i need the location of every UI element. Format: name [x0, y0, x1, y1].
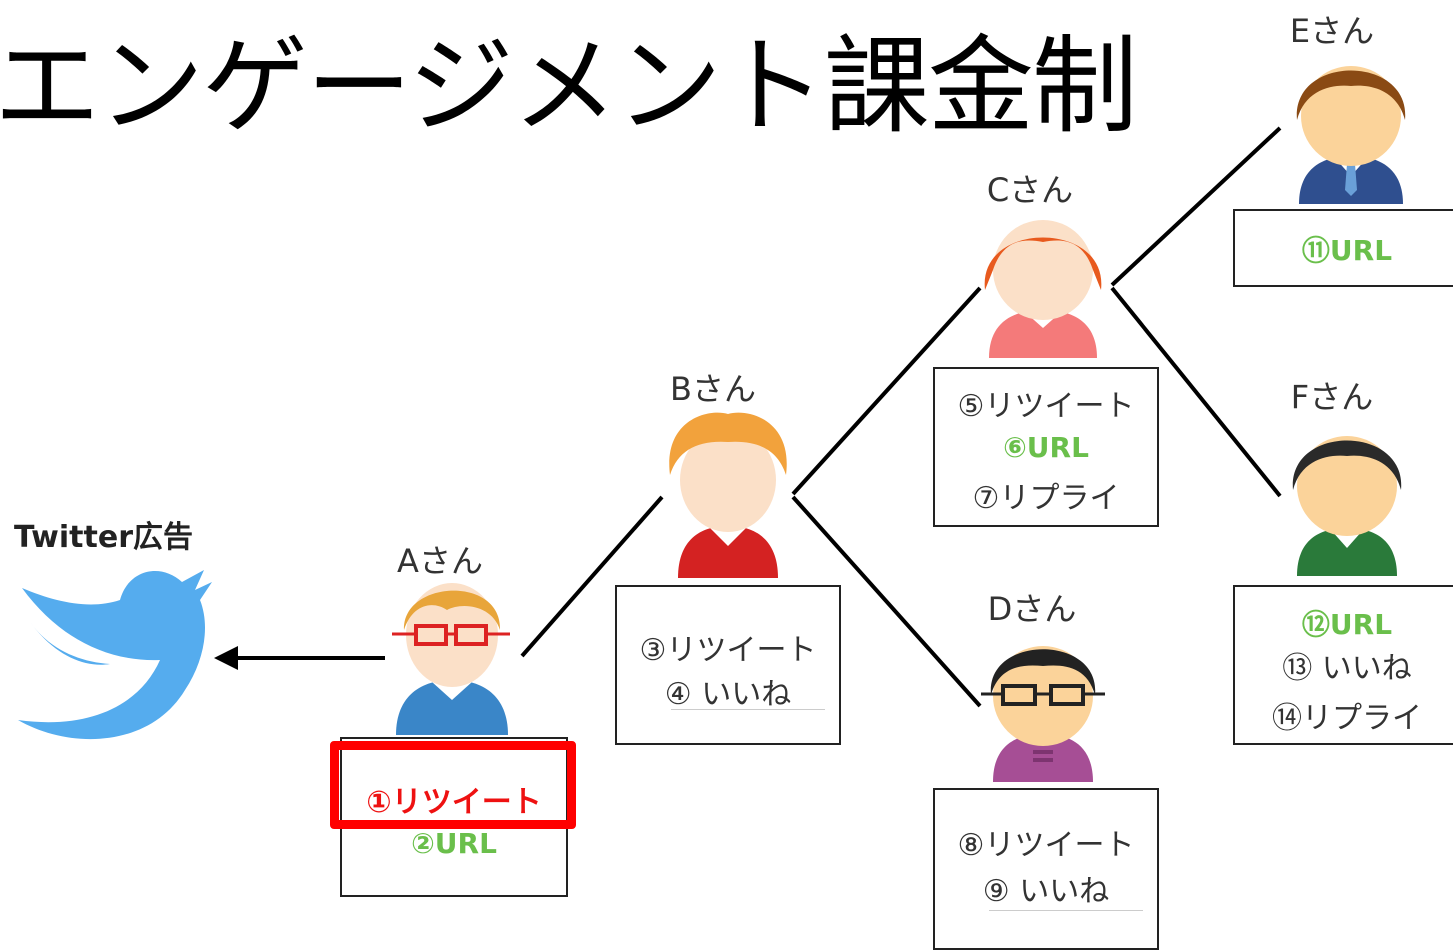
- underline-d: [989, 910, 1143, 911]
- avatar-c: [984, 220, 1102, 358]
- action-b-2: ④ いいね: [664, 677, 792, 712]
- avatar-e: [1296, 66, 1406, 204]
- action-f-1: ⑫URL: [1301, 608, 1393, 641]
- person-name-d: Dさん: [987, 590, 1077, 628]
- person-name-c: Cさん: [986, 171, 1074, 209]
- connector-b-c: [791, 286, 982, 496]
- action-d-2: ⑨ いいね: [982, 874, 1110, 909]
- person-name-a: Aさん: [397, 542, 483, 580]
- connector-b-d: [791, 495, 982, 708]
- action-f-2: ⑬ いいね: [1282, 651, 1412, 686]
- action-box-d: ⑧リツイート ⑨ いいね: [933, 788, 1159, 950]
- twitter-ad-label: Twitter広告: [14, 520, 193, 555]
- action-a-2: ②URL: [411, 827, 497, 860]
- person-name-f: Fさん: [1290, 378, 1374, 416]
- action-b-1: ③リツイート: [639, 633, 817, 668]
- action-box-f: ⑫URL ⑬ いいね ⑭リプライ: [1233, 585, 1453, 745]
- action-c-3: ⑦リプライ: [972, 481, 1120, 516]
- connector-c-e: [1110, 126, 1282, 287]
- avatar-a: [392, 583, 510, 735]
- twitter-bird-icon: [18, 570, 212, 740]
- action-e-1: ⑪URL: [1301, 234, 1393, 267]
- action-box-e: ⑪URL: [1233, 209, 1453, 287]
- action-d-1: ⑧リツイート: [957, 828, 1135, 863]
- person-name-e: Eさん: [1289, 12, 1375, 50]
- avatar-d: [981, 646, 1105, 782]
- avatar-b: [669, 412, 787, 578]
- connector-c-f: [1110, 286, 1282, 498]
- action-a-1: ①リツイート: [366, 785, 542, 820]
- underline-b: [671, 709, 825, 710]
- connector-a-b: [520, 495, 664, 658]
- highlight-frame: [330, 741, 576, 829]
- action-box-a: ①リツイート ②URL: [340, 737, 568, 897]
- person-name-b: Bさん: [670, 370, 756, 408]
- action-c-1: ⑤リツイート: [957, 389, 1135, 424]
- action-c-2: ⑥URL: [1003, 431, 1089, 464]
- avatar-f: [1292, 436, 1402, 576]
- action-box-c: ⑤リツイート ⑥URL ⑦リプライ: [933, 367, 1159, 527]
- action-box-b: ③リツイート ④ いいね: [615, 585, 841, 745]
- arrow-head-icon: [214, 646, 238, 670]
- action-f-3: ⑭リプライ: [1272, 701, 1422, 736]
- page-title: エンゲージメント課金制: [0, 25, 1138, 148]
